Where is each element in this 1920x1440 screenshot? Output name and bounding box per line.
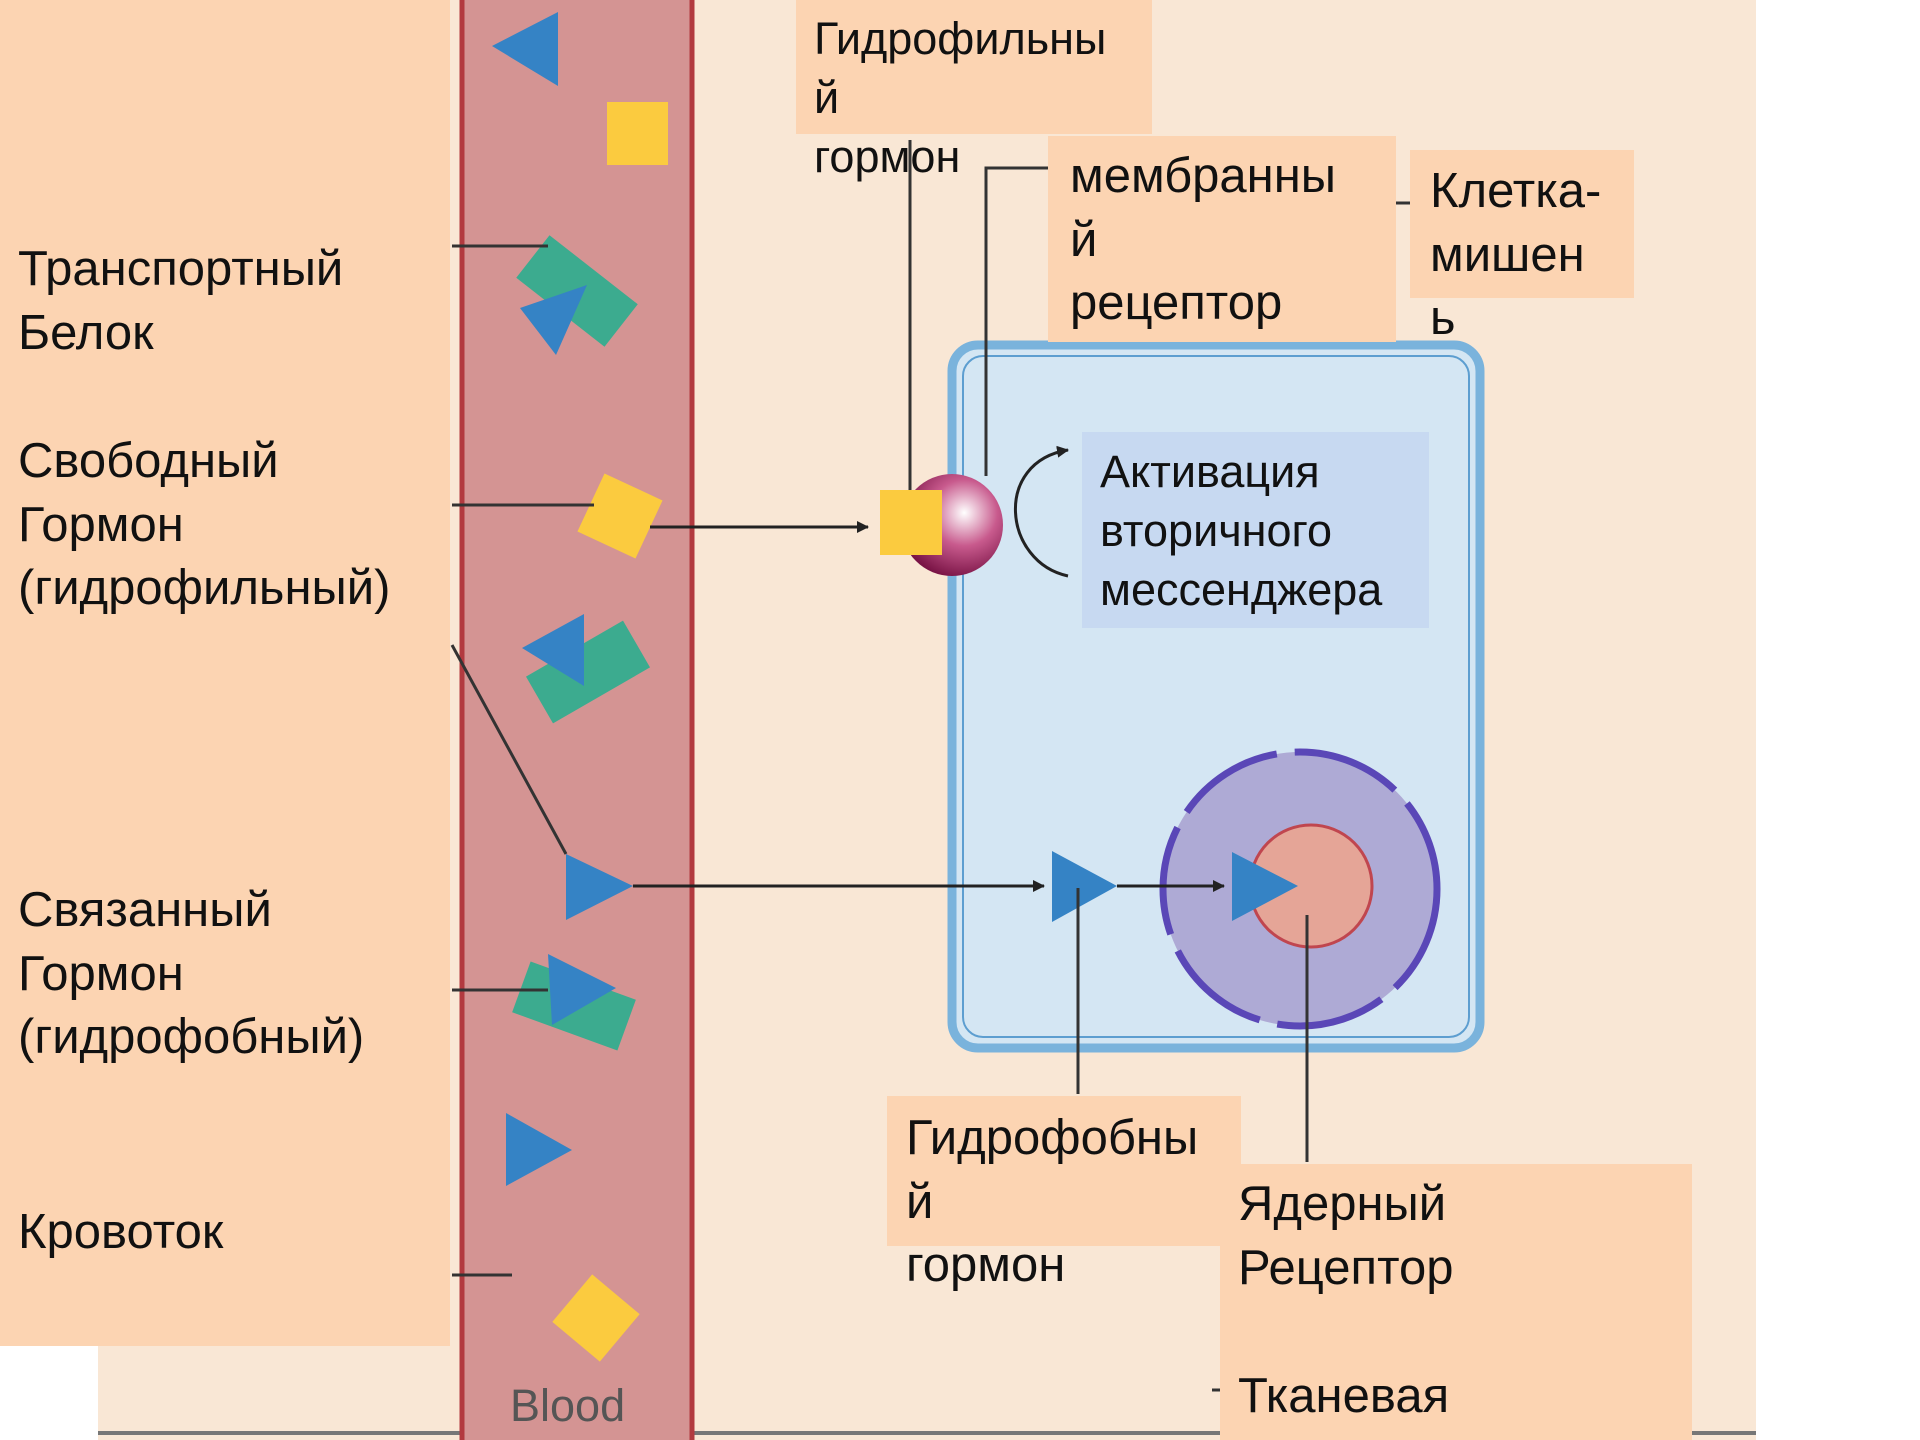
target-cell-label: Клетка- мишен ь <box>1430 160 1601 351</box>
bloodstream-label: Кровоток <box>18 1201 223 1265</box>
blood-vessel <box>460 0 692 1440</box>
tissue-label: Тканевая <box>1238 1365 1449 1429</box>
hydrophilic-hormone-label: Гидрофильны й гормон <box>814 10 1106 187</box>
transport-protein-label: Транспортный Белок <box>18 238 343 365</box>
blood-label: Blood <box>510 1377 625 1436</box>
membrane-receptor-label: мембранны й рецептор <box>1070 145 1336 336</box>
free-hormone-label: Свободный Гормон (гидрофильный) <box>18 430 390 621</box>
bound-hydrophilic-hormone-icon <box>880 490 942 555</box>
hydrophobic-hormone-label: Гидрофобны й гормон <box>906 1107 1198 1298</box>
bound-hormone-label: Связанный Гормон (гидрофобный) <box>18 879 364 1070</box>
hormone-square-icon <box>607 102 668 165</box>
nuclear-receptor-label: Ядерный Рецептор <box>1238 1173 1453 1300</box>
second-messenger-label: Активация вторичного мессенджера <box>1100 443 1382 620</box>
left-label-panel <box>0 0 450 1346</box>
